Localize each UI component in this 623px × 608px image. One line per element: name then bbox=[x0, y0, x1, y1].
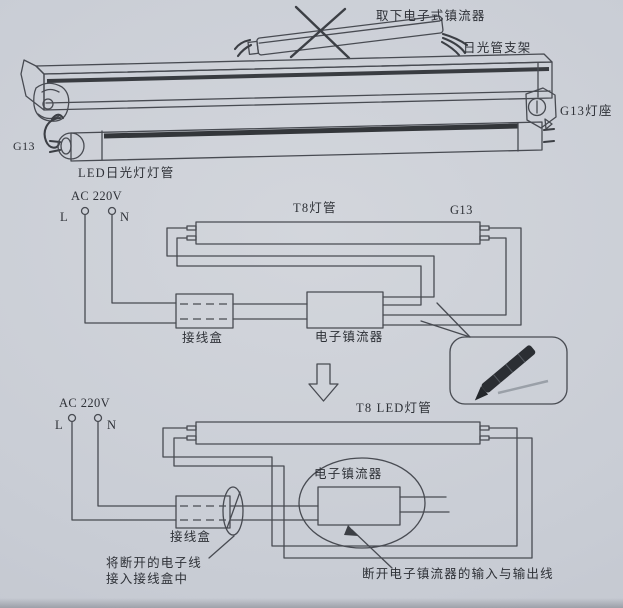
note-left-line1: 将断开的电子线 bbox=[106, 556, 202, 570]
left-lampholder-drawing bbox=[33, 82, 70, 122]
bot-line-terminal-label: L bbox=[55, 418, 64, 432]
mid-neutral-terminal-label: N bbox=[120, 210, 130, 224]
wire-hook-drawing bbox=[43, 113, 65, 149]
x-mark-icon bbox=[289, 5, 351, 60]
ballast-symbol bbox=[317, 486, 401, 526]
tester-pen-image bbox=[474, 345, 536, 401]
fixture-drawing bbox=[20, 53, 553, 111]
bot-tube-label: T8 LED灯管 bbox=[356, 401, 432, 415]
removed-ballast-drawing bbox=[233, 5, 469, 60]
note-left-line2: 接入接线盒中 bbox=[106, 572, 189, 586]
bottom-circuit bbox=[67, 413, 533, 569]
junction-box-symbol bbox=[175, 495, 231, 529]
junction-box-symbol bbox=[175, 293, 234, 329]
g13-socket-drawing bbox=[525, 87, 557, 130]
right-socket-label: G13灯座 bbox=[560, 104, 613, 118]
bot-power-label: AC 220V bbox=[59, 396, 111, 410]
t8-tube-symbol bbox=[186, 221, 490, 245]
power-terminals bbox=[80, 206, 117, 216]
bot-junction-box-label: 接线盒 bbox=[170, 530, 212, 544]
circuit-wires bbox=[162, 427, 533, 559]
led-tube-symbol bbox=[186, 421, 490, 445]
ballast-symbol bbox=[306, 291, 384, 329]
cut-point-ellipse bbox=[222, 486, 244, 536]
mid-line-terminal-label: L bbox=[60, 210, 69, 224]
callout-inset bbox=[420, 302, 568, 405]
bot-neutral-terminal-label: N bbox=[107, 418, 117, 432]
note-right: 断开电子镇流器的输入与输出线 bbox=[362, 567, 554, 581]
mid-ballast-label: 电子镇流器 bbox=[315, 330, 384, 344]
down-arrow-icon bbox=[308, 363, 339, 402]
power-terminals bbox=[67, 413, 103, 423]
middle-circuit bbox=[80, 206, 568, 405]
annotation-arrow-right bbox=[344, 525, 393, 569]
mid-power-label: AC 220V bbox=[71, 189, 123, 203]
mid-socket-label: G13 bbox=[450, 203, 473, 217]
bot-ballast-label: 电子镇流器 bbox=[314, 467, 383, 481]
led-tube-label: LED日光灯灯管 bbox=[78, 166, 175, 180]
circuit-wires bbox=[166, 227, 522, 326]
left-pin-label: G13 bbox=[13, 139, 35, 153]
removed-ballast-label: 取下电子式镇流器 bbox=[376, 9, 486, 23]
bracket-label: 日光管支架 bbox=[463, 41, 532, 55]
led-tube-drawing bbox=[48, 121, 556, 162]
highlight-ellipse bbox=[298, 457, 426, 549]
annotation-line-left bbox=[208, 535, 235, 559]
mid-tube-label: T8灯管 bbox=[293, 201, 337, 215]
mid-junction-box-label: 接线盒 bbox=[182, 331, 224, 345]
